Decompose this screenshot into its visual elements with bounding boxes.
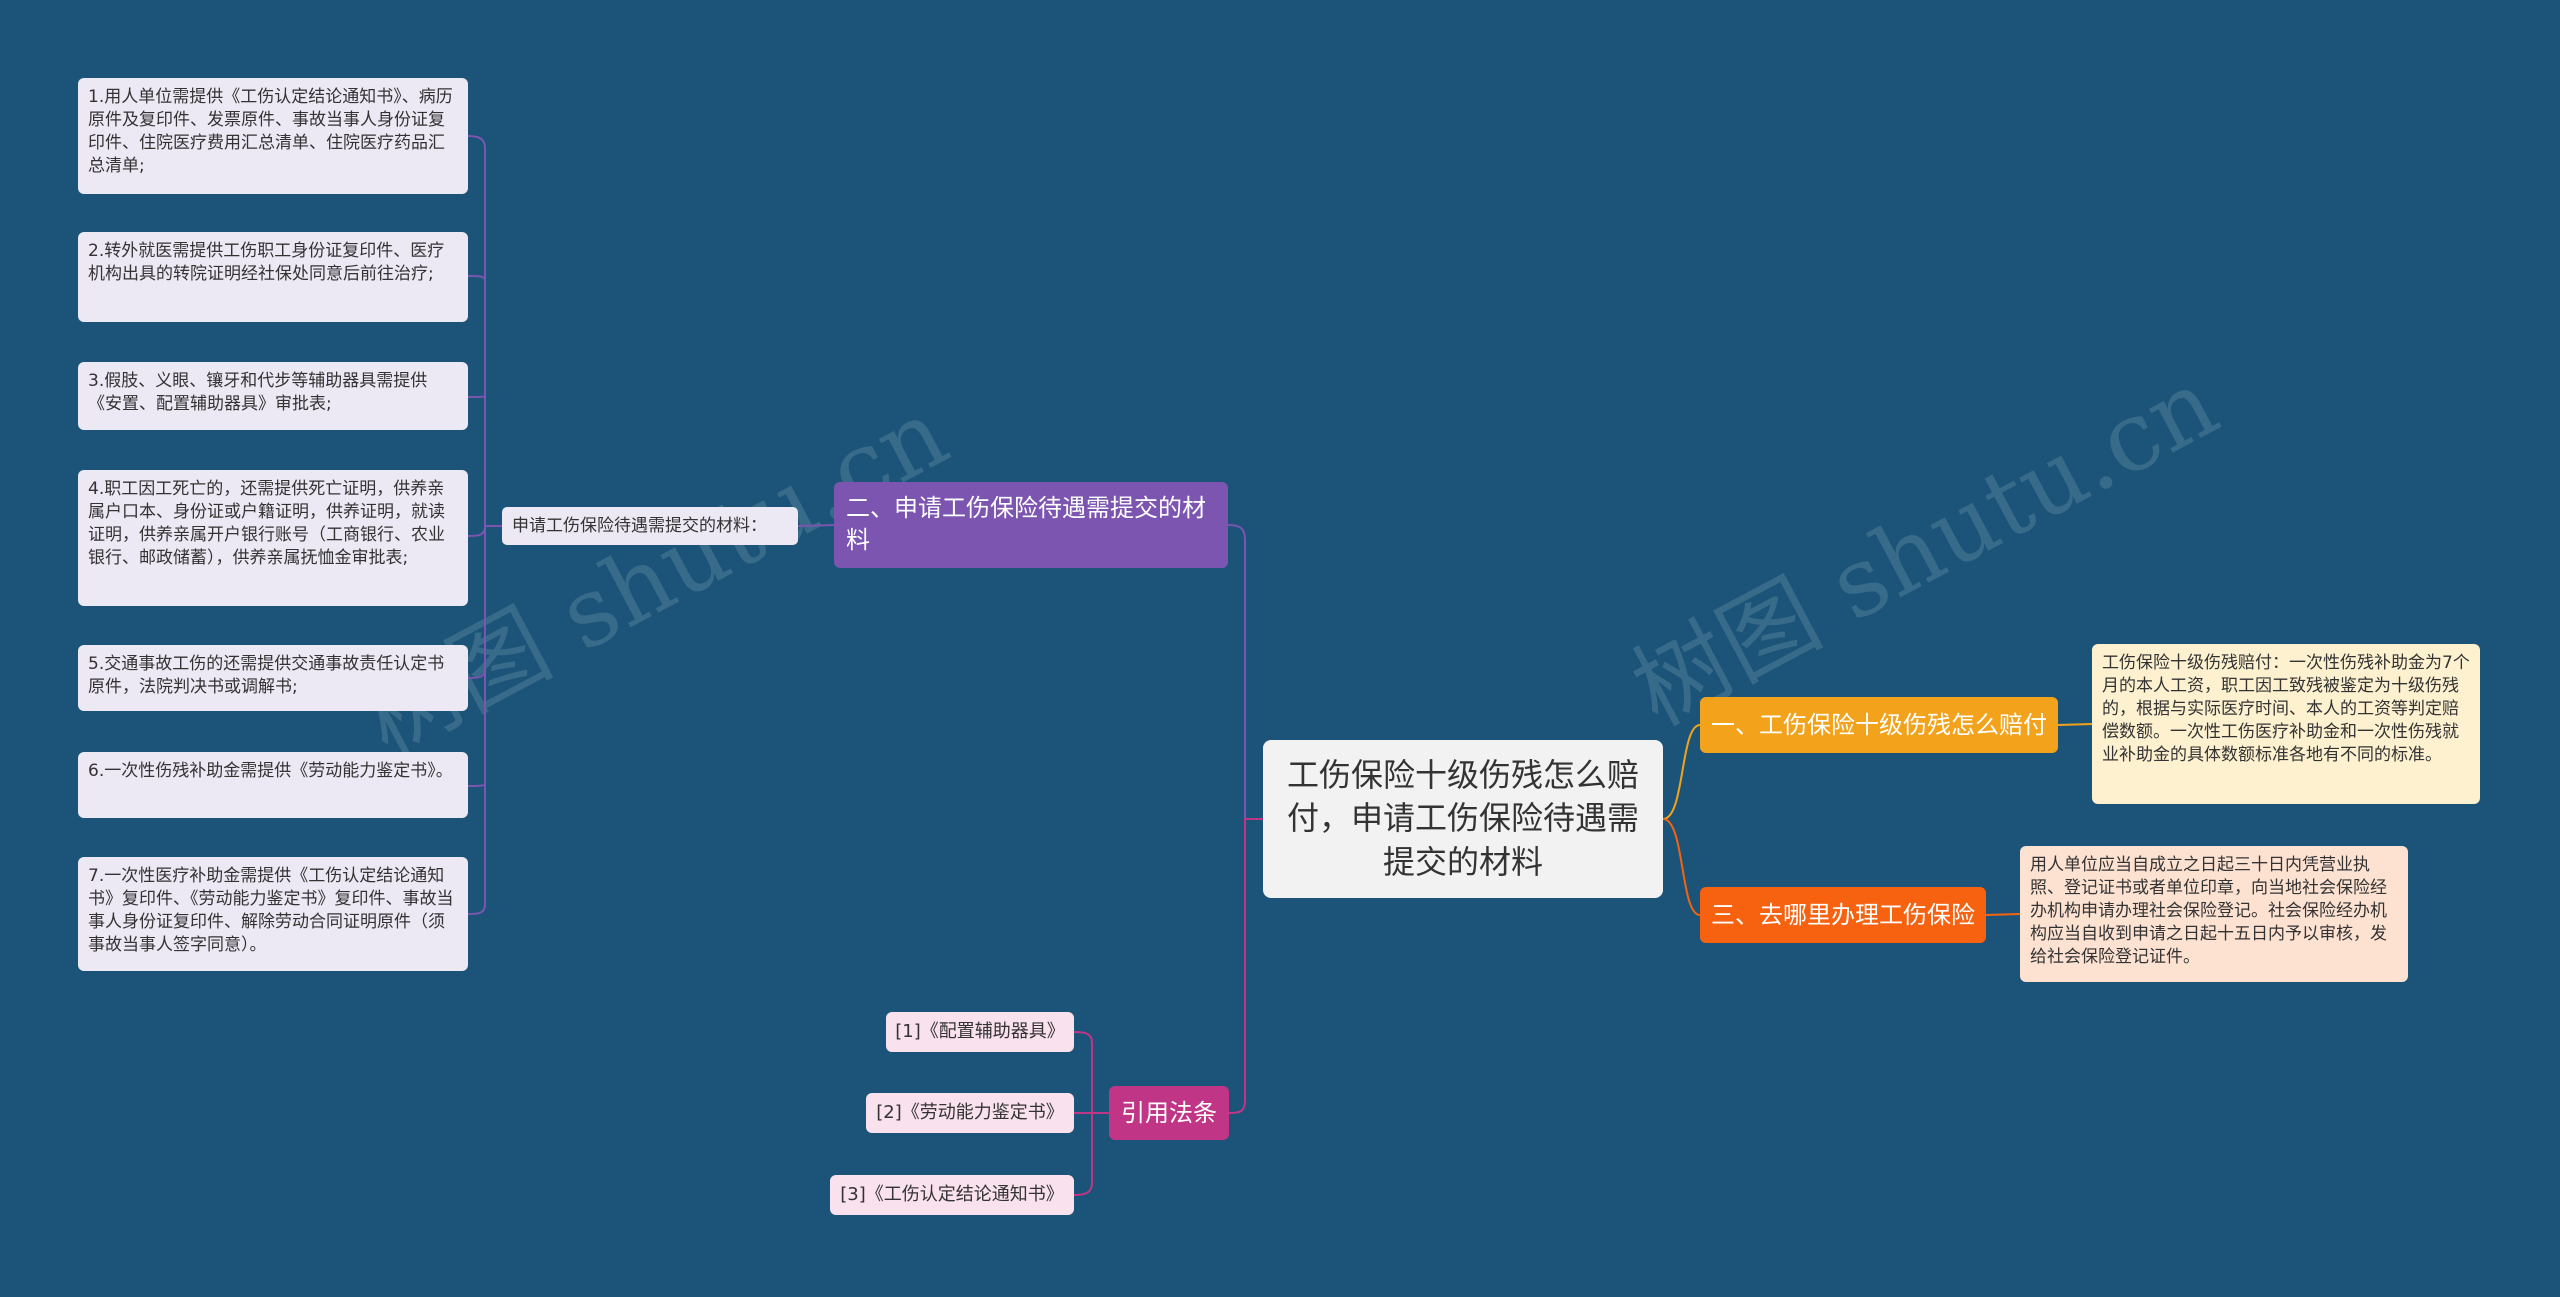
law-item-1[interactable]: [1]《配置辅助器具》 <box>886 1012 1074 1052</box>
branch-laws[interactable]: 引用法条 <box>1109 1086 1229 1140</box>
material-item-4[interactable]: 4.职工因工死亡的，还需提供死亡证明，供养亲属户口本、身份证或户籍证明，供养证明… <box>78 470 468 606</box>
where-description[interactable]: 用人单位应当自成立之日起三十日内凭营业执照、登记证书或者单位印章，向当地社会保险… <box>2020 846 2408 982</box>
where-description-text: 用人单位应当自成立之日起三十日内凭营业执照、登记证书或者单位印章，向当地社会保险… <box>2030 855 2387 967</box>
material-item-2[interactable]: 2.转外就医需提供工伤职工身份证复印件、医疗机构出具的转院证明经社保处同意后前往… <box>78 232 468 322</box>
connector-root-compensation <box>1662 724 1701 820</box>
root-topic-label: 工伤保险十级伤残怎么赔付，申请工伤保险待遇需提交的材料 <box>1286 756 1639 881</box>
material-item-6[interactable]: 6.一次性伤残补助金需提供《劳动能力鉴定书》。 <box>78 752 468 818</box>
branch-materials-label: 二、申请工伤保险待遇需提交的材料 <box>846 494 1206 555</box>
materials-sub-topic-label: 申请工伤保险待遇需提交的材料： <box>512 515 767 536</box>
material-item-label: 1.用人单位需提供《工伤认定结论通知书》、病历原件及复印件、发票原件、事故当事人… <box>88 87 453 176</box>
branch-laws-label: 引用法条 <box>1121 1098 1217 1127</box>
material-item-7[interactable]: 7.一次性医疗补助金需提供《工伤认定结论通知书》复印件、《劳动能力鉴定书》复印件… <box>78 857 468 971</box>
law-item-2[interactable]: [2]《劳动能力鉴定书》 <box>866 1093 1074 1133</box>
compensation-description-text: 工伤保险十级伤残赔付：一次性伤残补助金为7个月的本人工资，职工因工致残被鉴定为十… <box>2102 653 2470 765</box>
compensation-description[interactable]: 工伤保险十级伤残赔付：一次性伤残补助金为7个月的本人工资，职工因工致残被鉴定为十… <box>2092 644 2480 804</box>
material-item-label: 6.一次性伤残补助金需提供《劳动能力鉴定书》。 <box>88 761 453 781</box>
law-item-3[interactable]: [3]《工伤认定结论通知书》 <box>830 1175 1074 1215</box>
material-item-label: 2.转外就医需提供工伤职工身份证复印件、医疗机构出具的转院证明经社保处同意后前往… <box>88 241 445 284</box>
root-topic[interactable]: 工伤保险十级伤残怎么赔付，申请工伤保险待遇需提交的材料 <box>1263 740 1663 898</box>
material-item-label: 7.一次性医疗补助金需提供《工伤认定结论通知书》复印件、《劳动能力鉴定书》复印件… <box>88 866 454 955</box>
materials-sub-topic[interactable]: 申请工伤保险待遇需提交的材料： <box>502 507 798 545</box>
branch-where[interactable]: 三、去哪里办理工伤保险 <box>1700 887 1986 943</box>
connector-root-where <box>1662 818 1701 916</box>
connector-root-materials <box>1227 524 1264 820</box>
material-item-3[interactable]: 3.假肢、义眼、镶牙和代步等辅助器具需提供《安置、配置辅助器具》审批表; <box>78 362 468 430</box>
branch-compensation[interactable]: 一、工伤保险十级伤残怎么赔付 <box>1700 697 2058 753</box>
connector-compensation-desc <box>2057 723 2093 726</box>
law-item-label: [3]《工伤认定结论通知书》 <box>840 1183 1064 1205</box>
law-item-label: [2]《劳动能力鉴定书》 <box>876 1101 1064 1123</box>
branch-where-label: 三、去哪里办理工伤保险 <box>1711 900 1975 929</box>
material-item-5[interactable]: 5.交通事故工伤的还需提供交通事故责任认定书原件，法院判决书或调解书; <box>78 645 468 711</box>
law-item-label: [1]《配置辅助器具》 <box>895 1020 1065 1042</box>
connector-sublabel-items <box>467 135 502 915</box>
branch-compensation-label: 一、工伤保险十级伤残怎么赔付 <box>1711 710 2047 739</box>
material-item-label: 4.职工因工死亡的，还需提供死亡证明，供养亲属户口本、身份证或户籍证明，供养证明… <box>88 479 445 568</box>
branch-materials[interactable]: 二、申请工伤保险待遇需提交的材料 <box>834 482 1228 568</box>
material-item-label: 5.交通事故工伤的还需提供交通事故责任认定书原件，法院判决书或调解书; <box>88 654 445 697</box>
material-item-1[interactable]: 1.用人单位需提供《工伤认定结论通知书》、病历原件及复印件、发票原件、事故当事人… <box>78 78 468 194</box>
connector-laws-items <box>1073 1031 1109 1196</box>
material-item-label: 3.假肢、义眼、镶牙和代步等辅助器具需提供《安置、配置辅助器具》审批表; <box>88 371 428 414</box>
connector-materials-sublabel <box>797 524 835 527</box>
connector-root-laws <box>1228 817 1264 1114</box>
connector-where-desc <box>1985 913 2021 916</box>
